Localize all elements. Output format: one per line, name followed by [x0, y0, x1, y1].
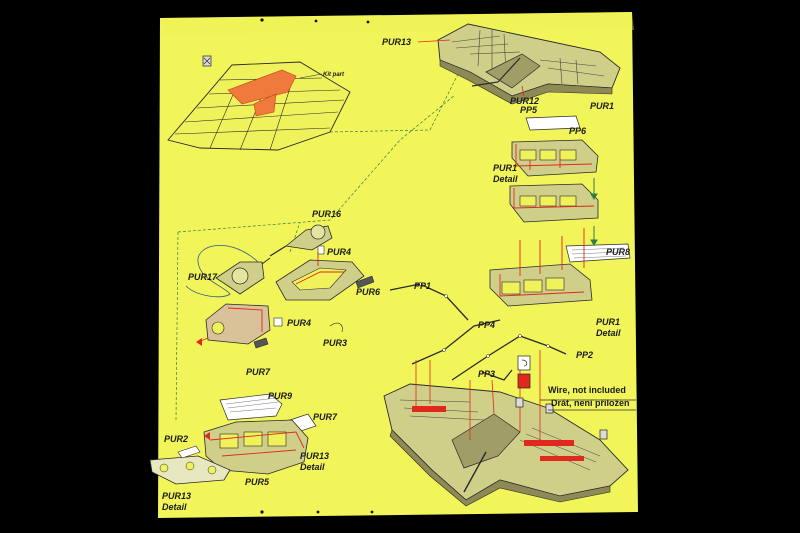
- pur2-part: [177, 445, 201, 459]
- label-pp6: PP6: [569, 126, 587, 136]
- label-pur6: PUR6: [356, 287, 381, 297]
- label-pur1-detail-a-2: Detail: [493, 174, 518, 184]
- label-pur3: PUR3: [323, 338, 348, 348]
- wire-note-underline: [540, 399, 636, 411]
- pur4-bay: [275, 245, 365, 301]
- pur1-detail-box-a: [511, 139, 599, 177]
- red-leaders-top: [417, 39, 525, 97]
- pur17-gun: [215, 257, 271, 295]
- label-pp2: PP2: [576, 350, 594, 360]
- label-pur9: PUR9: [268, 391, 293, 401]
- wire-cable-dots: [418, 282, 550, 358]
- label-pur1-detail-a-1: PUR1: [493, 163, 518, 173]
- label-pur13-top: PUR13: [382, 37, 412, 47]
- pur1-detail-box-c: [489, 228, 593, 307]
- green-arrows: [590, 178, 598, 246]
- label-wire-en: Wire, not included: [548, 385, 626, 395]
- label-pur13-detail-b-1: PUR13: [162, 491, 192, 501]
- wire-loop: [185, 245, 259, 298]
- label-pur13-detail-b-2: Detail: [162, 502, 187, 512]
- label-pur13-detail-a-1: PUR13: [300, 451, 330, 461]
- label-pur4-a: PUR4: [327, 247, 352, 257]
- label-pur1-detail-b-2: Detail: [596, 328, 621, 338]
- wire-warning-icons: [517, 355, 531, 389]
- wing-kit-part: [167, 61, 351, 151]
- pur8-strip: [565, 243, 631, 263]
- label-pp3: PP3: [478, 369, 496, 379]
- pp6-plate: [525, 115, 581, 131]
- label-pp5: PP5: [520, 105, 538, 115]
- label-pur5: PUR5: [245, 477, 270, 487]
- label-wire-cz: Drát, není přiložen: [551, 398, 630, 408]
- label-pur12: PUR12: [510, 96, 540, 106]
- pur13-detail-box: [203, 419, 309, 475]
- label-pur8: PUR8: [606, 247, 631, 257]
- label-pur1-detail-b-1: PUR1: [596, 317, 621, 327]
- label-pur7-a: PUR7: [246, 367, 271, 377]
- label-pur4-b: PUR4: [287, 318, 312, 328]
- wing-center-top: [437, 23, 621, 105]
- pur6-part: [355, 275, 375, 289]
- pur9-part: [219, 393, 283, 421]
- label-pur13-detail-a-2: Detail: [300, 462, 325, 472]
- label-pur2: PUR2: [164, 434, 189, 444]
- paper-holes: [260, 18, 374, 514]
- pur13-detail-bar: [149, 455, 231, 485]
- pur16-gun: [269, 224, 333, 257]
- label-pur16: PUR16: [312, 209, 342, 219]
- label-pp1: PP1: [414, 281, 432, 291]
- pur1-detail-box-b: [509, 183, 599, 223]
- label-pur1-top: PUR1: [590, 101, 615, 111]
- label-pp4: PP4: [478, 320, 496, 330]
- label-kit-part: Kit part: [323, 72, 344, 78]
- pur7-box: [196, 303, 271, 346]
- flag-icons-bottom: [515, 397, 608, 440]
- label-pur17: PUR17: [188, 272, 218, 282]
- flag-icon: [202, 55, 212, 67]
- label-pur7-b: PUR7: [313, 412, 338, 422]
- wing-center-bottom: [383, 350, 629, 507]
